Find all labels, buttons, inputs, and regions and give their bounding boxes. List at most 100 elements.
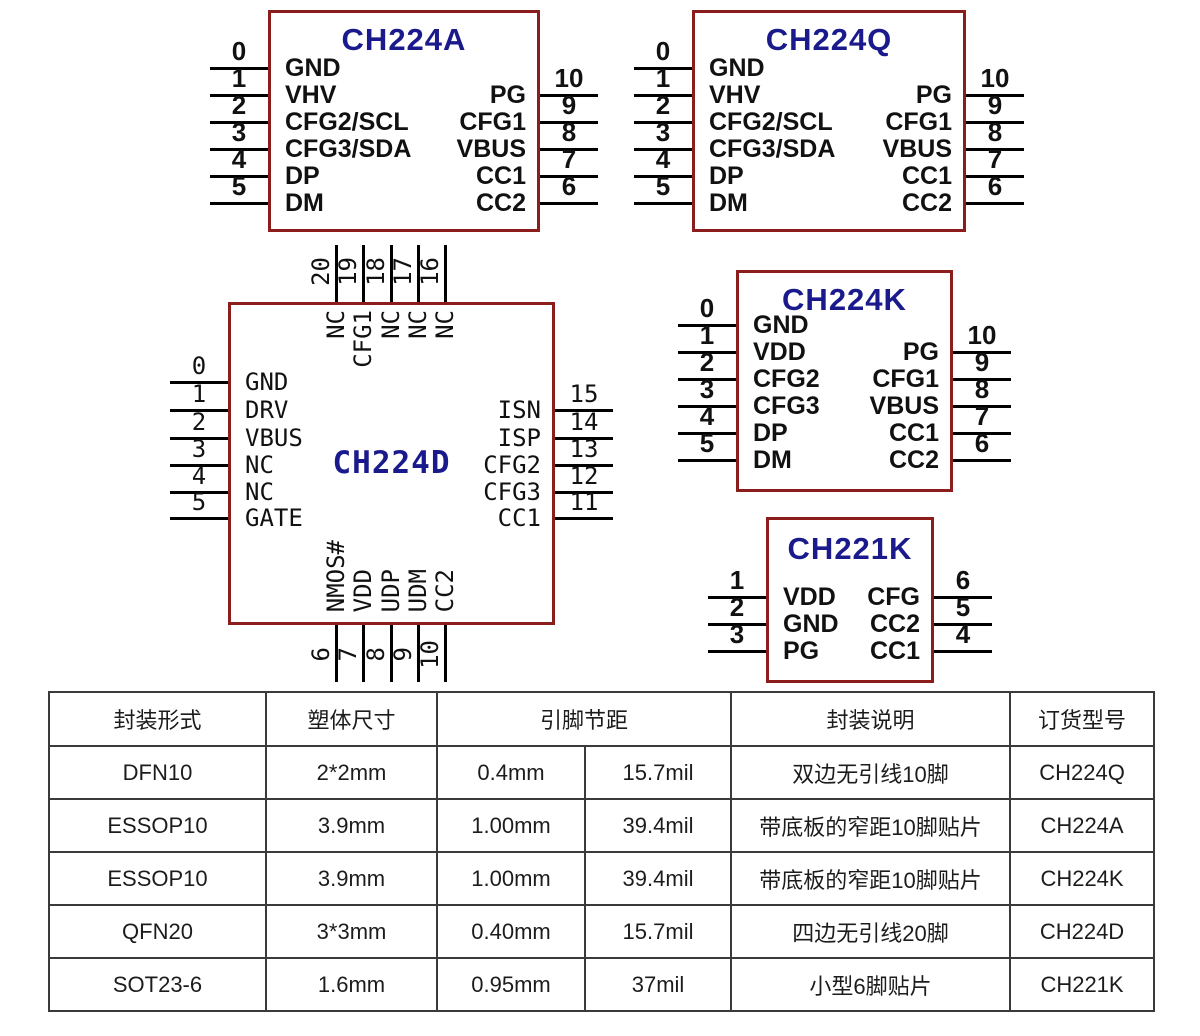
pin-label: NC [322, 310, 350, 339]
pin-number: 4 [655, 144, 671, 174]
pin-number: 9 [987, 90, 1003, 120]
pin-line [634, 175, 692, 178]
pin-number: 6 [987, 171, 1003, 201]
pin-line [170, 437, 228, 440]
pin-line [953, 351, 1011, 354]
table-cell: 0.40mm [436, 904, 586, 959]
pin-number: 1 [699, 320, 715, 350]
pin-number: 9 [389, 646, 417, 662]
pin-label: DM [285, 189, 324, 217]
pin-number: 10 [554, 63, 584, 93]
table-cell: 37mil [583, 957, 733, 1012]
pin-label: NC [404, 310, 432, 339]
pin-line [934, 596, 992, 599]
chip-body [692, 10, 966, 232]
pin-line [555, 409, 613, 412]
header-package-desc: 封装说明 [730, 691, 1012, 747]
pin-label: VHV [709, 81, 761, 109]
pin-number-wrap: 10 [416, 626, 444, 682]
chip-title: CH224D [332, 445, 451, 481]
table-cell: ESSOP10 [48, 798, 267, 853]
pin-number: 1 [231, 63, 247, 93]
pin-number: 1 [655, 63, 671, 93]
pin-number: 2 [699, 347, 715, 377]
pin-label: GATE [245, 504, 303, 532]
pin-label: GND [753, 311, 809, 339]
pin-line [678, 351, 736, 354]
chip-title: CH224Q [765, 22, 893, 57]
pin-number: 1 [729, 565, 745, 595]
pin-label: VDD [753, 338, 806, 366]
pin-line [390, 245, 393, 302]
table-cell: CH221K [1009, 957, 1156, 1012]
pin-number-wrap: 7 [334, 626, 362, 682]
pin-line [170, 491, 228, 494]
pin-number: 6 [561, 171, 577, 201]
pin-line [540, 94, 598, 97]
pin-number: 3 [231, 117, 247, 147]
pin-number: 2 [729, 592, 745, 622]
pin-number: 4 [191, 462, 207, 490]
pin-label: CC1 [901, 162, 952, 190]
pin-label: CFG2/SCL [709, 108, 833, 136]
pin-line [634, 148, 692, 151]
pin-line [634, 121, 692, 124]
table-cell: 1.00mm [436, 851, 586, 906]
pin-label: NC [245, 451, 274, 479]
pin-line [170, 517, 228, 520]
pin-line [555, 437, 613, 440]
pin-line [966, 148, 1024, 151]
pin-label: NC [245, 478, 274, 506]
pin-label: NMOS# [322, 539, 350, 612]
pin-label: CFG3/SDA [285, 135, 412, 163]
pin-number: 5 [955, 592, 971, 622]
pin-line [678, 378, 736, 381]
table-cell: 39.4mil [583, 798, 733, 853]
pin-label: GND [783, 610, 839, 638]
pin-line [540, 202, 598, 205]
pin-number: 8 [561, 117, 577, 147]
pin-line [953, 405, 1011, 408]
pin-number: 0 [191, 352, 207, 380]
pin-label: CFG1 [885, 108, 952, 136]
pin-number: 6 [307, 646, 335, 662]
pin-line [362, 625, 365, 682]
pin-number: 0 [655, 36, 671, 66]
pin-line [708, 596, 766, 599]
pin-label: PG [783, 637, 820, 665]
pin-label: CFG2/SCL [285, 108, 409, 136]
pin-line [953, 432, 1011, 435]
table-header-row: 封装形式 塑体尺寸 引脚节距 封装说明 订货型号 [48, 691, 1156, 747]
pin-number: 0 [699, 293, 715, 323]
pin-label: CC2 [869, 610, 920, 638]
pin-line [555, 491, 613, 494]
pin-label: VBUS [456, 135, 526, 163]
pin-number-wrap: 8 [362, 626, 390, 682]
pin-line [444, 245, 447, 302]
pin-number: 10 [980, 63, 1010, 93]
pin-label: ISP [497, 424, 541, 452]
pin-number: 4 [231, 144, 247, 174]
header-order-model: 订货型号 [1009, 691, 1156, 747]
pin-number-wrap: 9 [389, 626, 417, 682]
pin-line [362, 245, 365, 302]
pin-label: PG [489, 81, 526, 109]
pin-line [708, 623, 766, 626]
pin-label: GND [285, 54, 341, 82]
pin-number: 20 [307, 256, 335, 286]
pin-label: CC1 [888, 419, 939, 447]
pin-number: 10 [416, 639, 444, 669]
pin-line [540, 175, 598, 178]
table-cell: 小型6脚贴片 [730, 957, 1012, 1012]
pin-line [634, 94, 692, 97]
pin-number: 16 [416, 256, 444, 286]
table-cell: 3*3mm [265, 904, 438, 959]
pin-label: PG [915, 81, 952, 109]
pin-line [966, 175, 1024, 178]
